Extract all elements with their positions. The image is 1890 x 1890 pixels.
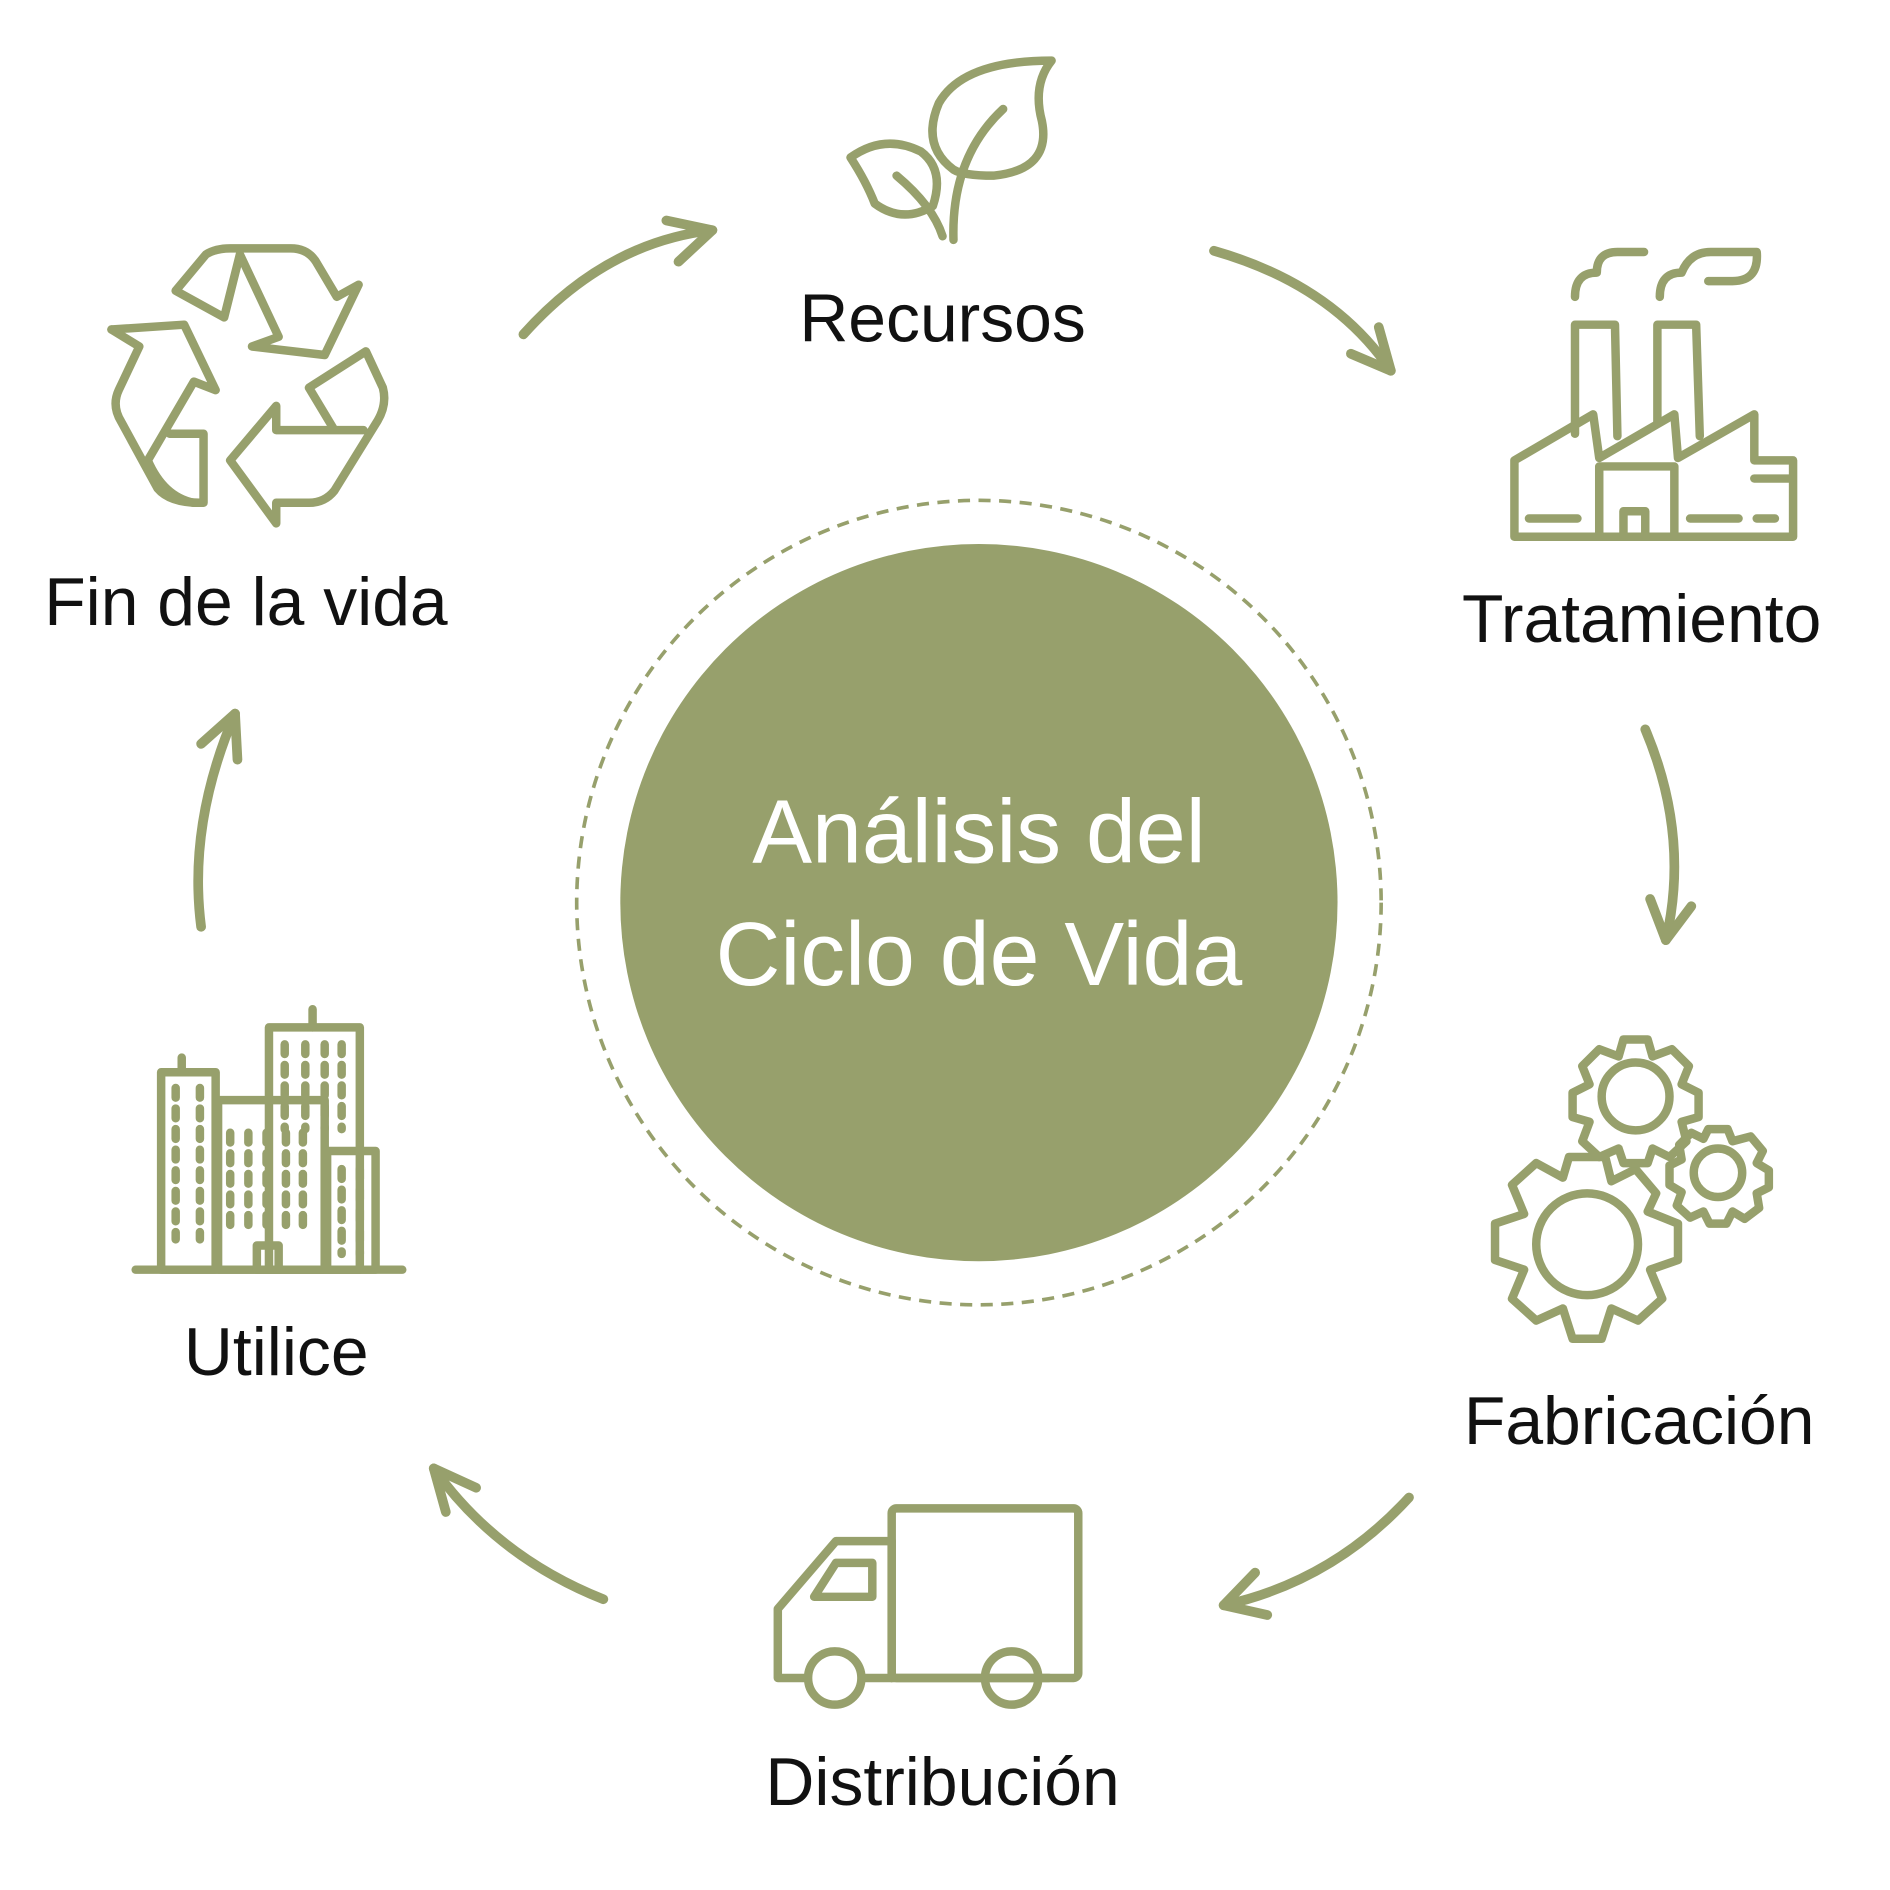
stage-label-fabricacion: Fabricación [1464,1384,1815,1459]
gears-icon [1490,1035,1774,1343]
dashed-ring [574,498,1383,1307]
stage-label-recursos: Recursos [799,282,1085,357]
stage-label-distribucion: Distribución [765,1745,1119,1820]
stage-label-fin-de-la-vida: Fin de la vida [44,565,448,640]
arrow-manufacturing-to-distribution [1218,1492,1414,1620]
arrow-use-to-endoflife [193,708,243,932]
arrow-treatment-to-manufacturing [1640,724,1697,945]
center-title-line1: Análisis del [752,782,1205,882]
center-circle [620,543,1338,1262]
arrow-resources-to-treatment [1209,245,1396,376]
arrow-distribution-to-use [428,1463,609,1605]
arrow-recycle-to-resources [518,215,718,340]
leaf-icon [846,56,1056,245]
truck-icon [773,1504,1083,1709]
factory-icon [1510,247,1798,541]
buildings-icon [131,1004,407,1274]
recycle-icon [107,244,389,528]
stage-label-utilice: Utilice [184,1315,369,1390]
stage-label-tratamiento: Tratamiento [1462,582,1821,657]
center-title-line2: Ciclo de Vida [716,904,1243,1004]
